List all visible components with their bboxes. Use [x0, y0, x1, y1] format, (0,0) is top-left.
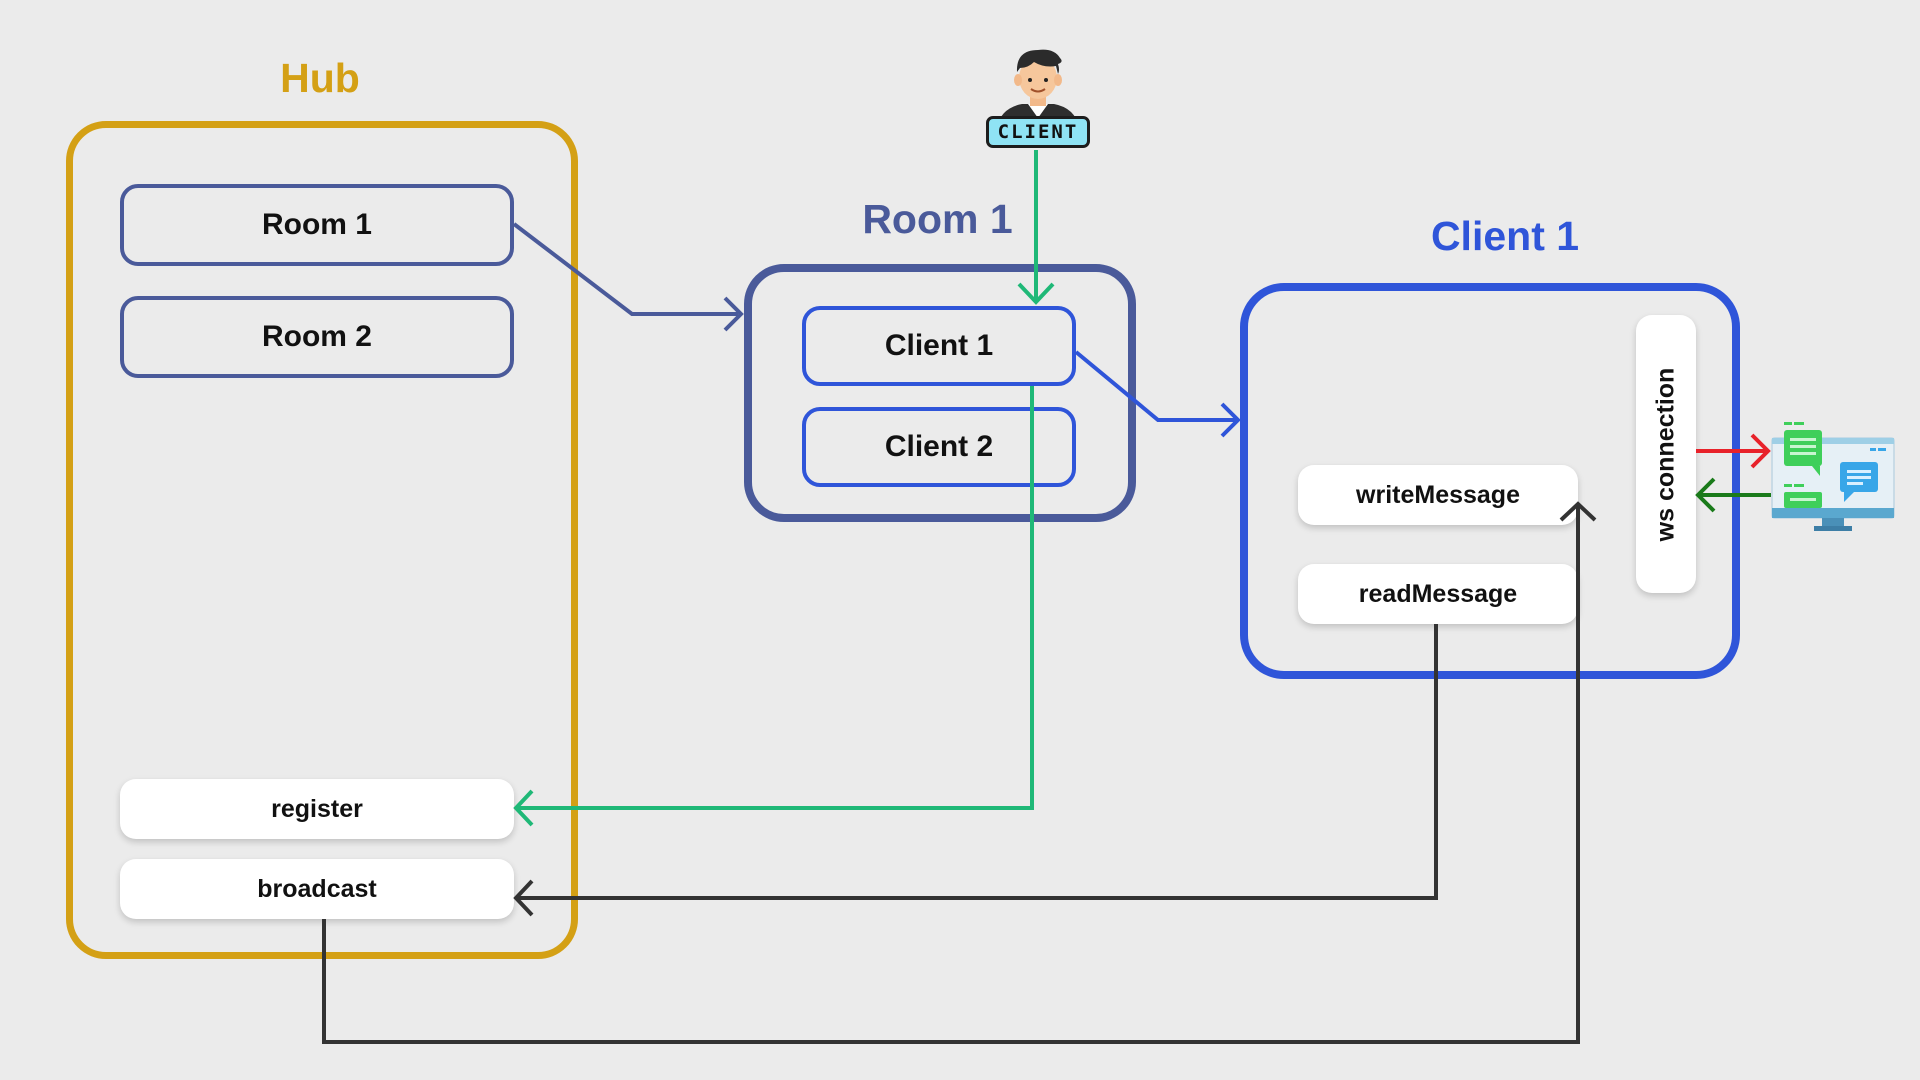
ws-connection[interactable]: ws connection	[1636, 315, 1696, 593]
client-actor[interactable]: CLIENT	[978, 42, 1098, 154]
client-title: Client 1	[1430, 213, 1580, 259]
computer-chat-icon	[1771, 422, 1895, 531]
broadcast-channel[interactable]: broadcast	[120, 859, 514, 919]
remote-computer[interactable]	[1770, 418, 1896, 536]
hub-title: Hub	[280, 55, 360, 101]
room-client-1[interactable]: Client 1	[802, 306, 1076, 386]
room-container	[744, 264, 1136, 522]
receive-arrow	[1695, 477, 1772, 513]
hub-room-to-room-wire	[512, 222, 744, 332]
client-container	[1240, 283, 1740, 679]
client-badge-label: CLIENT	[997, 121, 1079, 143]
room-client-to-client-wire	[1074, 350, 1241, 438]
actor-join-wire	[1017, 150, 1055, 305]
broadcast-to-write-wire	[322, 501, 1597, 1044]
room-client-2[interactable]: Client 2	[802, 407, 1076, 487]
room-title: Room 1	[862, 196, 1013, 242]
write-message-method[interactable]: writeMessage	[1298, 465, 1578, 525]
send-arrow	[1696, 433, 1771, 469]
client-badge: CLIENT	[986, 116, 1090, 148]
read-to-broadcast-wire	[513, 624, 1438, 917]
register-wire	[513, 386, 1034, 827]
hub-room-2[interactable]: Room 2	[120, 296, 514, 378]
register-channel[interactable]: register	[120, 779, 514, 839]
read-message-method[interactable]: readMessage	[1298, 564, 1578, 624]
hub-room-1[interactable]: Room 1	[120, 184, 514, 266]
